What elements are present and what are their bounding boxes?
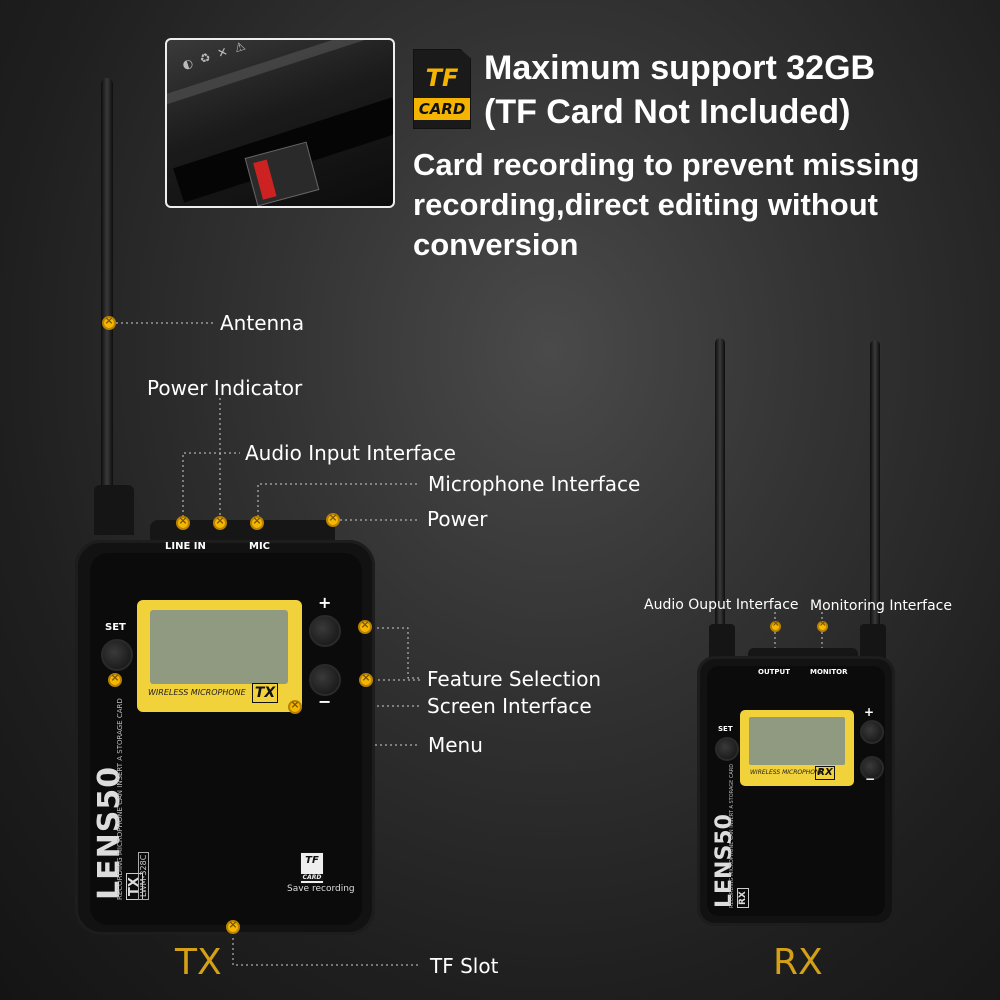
rx-plus-label: + <box>864 705 875 719</box>
rx-front-panel <box>707 666 885 916</box>
rx-port-output-label: OUTPUT <box>758 668 790 676</box>
headline-not-included: (TF Card Not Included) <box>484 93 851 131</box>
tx-minus-label: − <box>318 692 332 711</box>
power-marker-icon <box>326 511 340 527</box>
tx-port-mic-label: MIC <box>249 541 271 552</box>
tx-antenna-base <box>94 485 134 535</box>
tx-set-button[interactable] <box>101 639 133 671</box>
callout-power: Power <box>427 507 488 531</box>
callout-feature-selection: Feature Selection <box>427 667 602 691</box>
monitoring-marker-icon <box>817 619 828 632</box>
audio-output-marker-icon <box>770 619 781 632</box>
rx-device-label: RX <box>773 942 823 983</box>
tx-save-recording-label: Save recording <box>287 884 355 894</box>
rx-set-label: SET <box>718 725 733 733</box>
tx-tf-card-icon: TF CARD <box>300 852 324 884</box>
rx-lcd-screen <box>749 717 845 765</box>
tx-device-label: TX <box>175 942 222 983</box>
tx-tf-icon-top: TF <box>305 855 319 866</box>
tf-icon-bottom-text: CARD <box>414 98 470 120</box>
rx-minus-button[interactable] <box>860 756 884 780</box>
tx-plus-label: + <box>318 593 332 612</box>
tx-screen-label: WIRELESS MICROPHONE <box>148 688 246 697</box>
tx-port-line-in-label: LINE IN <box>165 541 206 552</box>
callout-power-indicator: Power Indicator <box>147 376 303 400</box>
antenna-marker-icon <box>102 314 116 330</box>
feature-plus-marker-icon <box>358 618 372 634</box>
feature-minus-marker-icon <box>359 671 373 687</box>
card-slot-closeup-photo: ◐ ♻ ✕ ⚠ <box>165 38 395 208</box>
tf-slot-marker-icon <box>226 918 240 934</box>
rx-antenna-right <box>870 340 880 635</box>
rx-set-button[interactable] <box>715 737 739 761</box>
rx-screen-badge: RX <box>815 766 835 780</box>
headline-capacity: Maximum support 32GB <box>484 49 876 87</box>
microphone-marker-icon <box>250 514 264 530</box>
rx-screen-label: WIRELESS MICROPHONE <box>750 769 824 776</box>
audio-input-marker-icon <box>176 514 190 530</box>
tx-lcd-screen <box>150 610 288 684</box>
tf-icon-top-text: TF <box>425 64 459 92</box>
menu-marker-icon <box>108 671 122 687</box>
callout-menu: Menu <box>428 733 483 757</box>
tx-set-label: SET <box>105 622 126 633</box>
tx-brand-subtitle: RECORDING MICROPHONE CAN INSERT A STORAG… <box>116 698 124 900</box>
callout-antenna: Antenna <box>220 311 305 335</box>
tx-minus-button[interactable] <box>309 664 341 696</box>
tx-screen-badge: TX <box>252 683 278 703</box>
rx-brand-subtitle: RECORDING MICROPHONE CAN INSERT A STORAG… <box>729 763 735 908</box>
rx-plus-button[interactable] <box>860 720 884 744</box>
callout-tf-slot: TF Slot <box>430 954 499 978</box>
callout-microphone: Microphone Interface <box>428 472 641 496</box>
rx-antenna-left <box>715 338 725 633</box>
callout-screen: Screen Interface <box>427 694 592 718</box>
rx-model-tag: RX <box>737 888 749 908</box>
rx-port-monitor-label: MONITOR <box>810 668 848 676</box>
screen-marker-icon <box>288 698 302 714</box>
device-marking-icons: ◐ ♻ ✕ ⚠ <box>180 38 249 73</box>
callout-monitoring: Monitoring Interface <box>810 598 952 614</box>
tx-antenna <box>101 78 113 498</box>
callout-audio-input: Audio Input Interface <box>245 441 456 465</box>
tf-card-icon: TF CARD <box>413 49 471 129</box>
rx-minus-label: − <box>865 772 876 786</box>
power-indicator-marker-icon <box>213 514 227 530</box>
feature-description: Card recording to prevent missing record… <box>413 147 920 262</box>
tx-tf-icon-bottom: CARD <box>301 874 323 881</box>
callout-audio-output: Audio Ouput Interface <box>644 597 799 613</box>
tx-plus-button[interactable] <box>309 615 341 647</box>
tx-model-number: LWM-328C <box>138 851 149 900</box>
